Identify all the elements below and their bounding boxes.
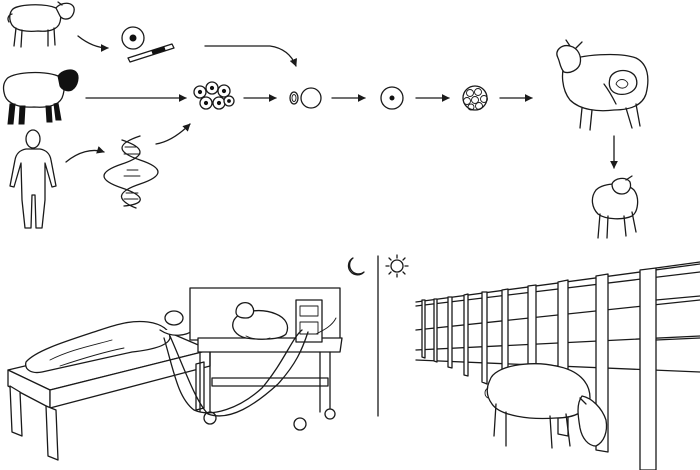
human-figure (9, 129, 57, 229)
white-faced-sheep (7, 1, 75, 48)
embryo (462, 85, 488, 111)
reconstructed-cell (380, 86, 404, 110)
egg-cell (121, 26, 145, 50)
black-faced-sheep (2, 69, 79, 125)
patient-lying (25, 310, 195, 374)
dna-helix (103, 135, 159, 209)
cell-fusion (289, 87, 322, 109)
sun-icon (385, 254, 409, 278)
grazing-sheep (484, 363, 608, 449)
lab-cart-with-sheep (189, 287, 343, 431)
donor-cell-cluster (193, 81, 235, 110)
connecting-tubes (163, 329, 309, 417)
surrogate-sheep (556, 39, 649, 131)
pipette (127, 43, 175, 63)
moon-icon (347, 257, 365, 276)
cloned-lamb (591, 175, 639, 239)
